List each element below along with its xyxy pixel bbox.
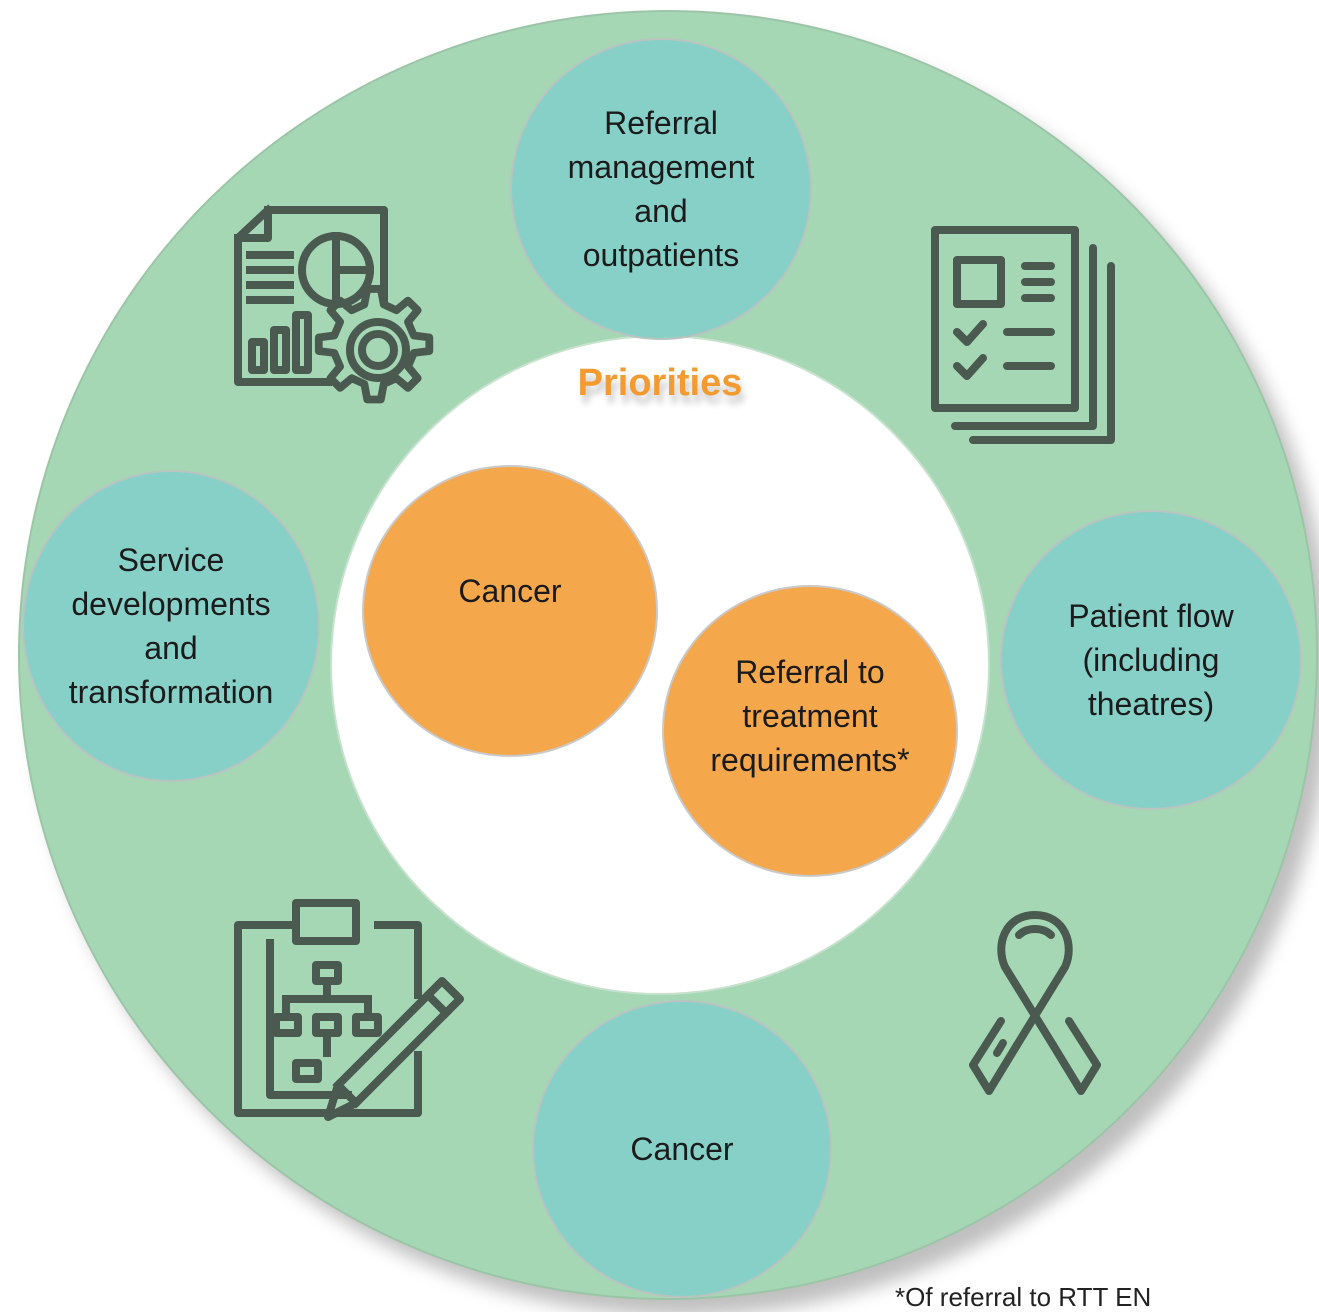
checklist-documents-icon: [925, 220, 1120, 445]
area-bubble-service-developments: Service developments and transformation: [22, 470, 320, 782]
area-bubble-patient-flow: Patient flow (including theatres): [1000, 510, 1302, 810]
report-chart-gear-icon: [228, 200, 448, 420]
area-label-patient-flow: Patient flow (including theatres): [1068, 598, 1234, 722]
area-label-service-developments: Service developments and transformation: [68, 542, 274, 710]
priority-bubble-referral-to-treatment: Referral to treatment requirements*: [662, 585, 958, 877]
clipboard-flowchart-pencil-icon: [228, 895, 468, 1125]
priority-bubble-cancer: Cancer: [362, 465, 658, 757]
priority-label-referral-to-treatment: Referral to treatment requirements*: [710, 654, 910, 778]
priority-label-cancer: Cancer: [458, 573, 562, 609]
area-bubble-referral-management: Referral management and outpatients: [510, 38, 812, 340]
awareness-ribbon-icon: [965, 905, 1105, 1105]
area-label-cancer: Cancer: [630, 1131, 734, 1167]
priorities-title: Priorities: [577, 362, 743, 404]
area-bubble-cancer: Cancer: [532, 1000, 832, 1298]
footnote: *Of referral to RTT EN: [895, 1282, 1152, 1312]
area-label-referral-management: Referral management and outpatients: [567, 105, 755, 273]
